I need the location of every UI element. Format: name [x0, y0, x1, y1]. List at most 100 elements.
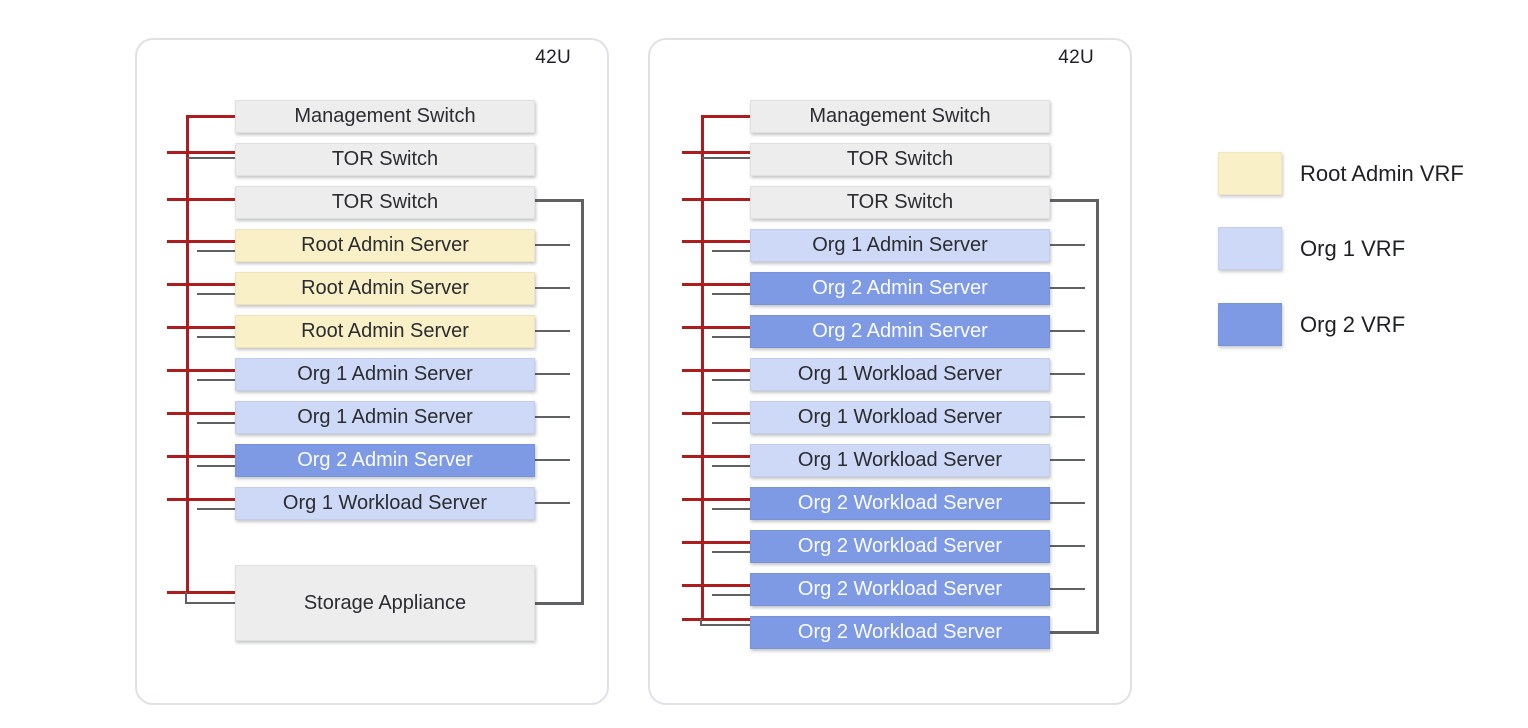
rack-node: TOR Switch	[750, 186, 1050, 219]
mgmt-network-line	[682, 454, 750, 458]
data-network-line	[197, 379, 235, 381]
rack-node: Org 2 Workload Server	[750, 487, 1050, 520]
data-network-line	[197, 508, 235, 510]
mgmt-network-line	[682, 239, 750, 243]
legend-swatch	[1218, 303, 1282, 346]
data-network-line	[197, 250, 235, 252]
mgmt-network-line	[682, 617, 750, 621]
mgmt-network-line	[167, 282, 235, 286]
rack-unit-label: 42U	[535, 47, 571, 68]
rack-node: Org 2 Admin Server	[750, 272, 1050, 305]
data-network-line	[702, 157, 750, 159]
data-network-line	[712, 508, 750, 510]
rack-unit-label: 42U	[1058, 47, 1094, 68]
mgmt-network-line	[167, 590, 235, 594]
rack-node: Org 2 Workload Server	[750, 616, 1050, 649]
rack-node: Org 1 Admin Server	[750, 229, 1050, 262]
data-network-line	[712, 594, 750, 596]
data-network-line	[535, 459, 570, 461]
data-network-line	[1050, 630, 1099, 634]
legend-label: Root Admin VRF	[1300, 160, 1464, 186]
rack-node: TOR Switch	[235, 143, 535, 176]
mgmt-network-line	[167, 197, 235, 201]
data-network-line	[712, 422, 750, 424]
mgmt-network-line	[682, 540, 750, 544]
data-network-line	[1050, 459, 1085, 461]
data-network-line	[712, 465, 750, 467]
data-network-line	[535, 198, 584, 202]
data-network-line	[700, 624, 750, 626]
mgmt-network-line	[682, 411, 750, 415]
data-network-line	[185, 592, 187, 604]
legend-label: Org 1 VRF	[1300, 235, 1406, 261]
legend-swatch	[1218, 152, 1282, 195]
rack-node: Root Admin Server	[235, 315, 535, 348]
data-network-line	[535, 601, 584, 605]
mgmt-network-line	[682, 368, 750, 372]
mgmt-network-line	[682, 583, 750, 587]
rack-node: Storage Appliance	[235, 565, 535, 641]
data-network-line	[700, 619, 702, 626]
data-network-line	[197, 336, 235, 338]
mgmt-network-line	[167, 150, 235, 154]
rack-node: Root Admin Server	[235, 229, 535, 262]
data-network-line	[197, 465, 235, 467]
data-network-line	[712, 379, 750, 381]
data-network-line	[535, 502, 570, 504]
data-network-bus	[580, 198, 584, 605]
mgmt-network-line	[167, 239, 235, 243]
rack-node: TOR Switch	[750, 143, 1050, 176]
data-network-line	[1050, 198, 1099, 202]
mgmt-network-line	[167, 454, 235, 458]
data-network-line	[535, 330, 570, 332]
data-network-line	[185, 602, 235, 604]
data-network-line	[535, 244, 570, 246]
rack-node: Management Switch	[750, 100, 1050, 133]
data-network-line	[712, 551, 750, 553]
mgmt-network-line	[186, 114, 235, 118]
rack-node: Org 2 Admin Server	[235, 444, 535, 477]
rack-node: Org 1 Workload Server	[750, 401, 1050, 434]
data-network-line	[712, 336, 750, 338]
rack-node: Org 1 Workload Server	[235, 487, 535, 520]
rack-node: Org 1 Admin Server	[235, 401, 535, 434]
mgmt-network-line	[167, 368, 235, 372]
rack-node: Root Admin Server	[235, 272, 535, 305]
data-network-line	[1050, 244, 1085, 246]
legend-label: Org 2 VRF	[1300, 311, 1406, 337]
rack-node: TOR Switch	[235, 186, 535, 219]
data-network-line	[712, 250, 750, 252]
mgmt-network-line	[167, 497, 235, 501]
data-network-line	[535, 373, 570, 375]
data-network-line	[535, 416, 570, 418]
rack-node: Org 1 Admin Server	[235, 358, 535, 391]
mgmt-network-line	[167, 411, 235, 415]
mgmt-network-line	[682, 282, 750, 286]
mgmt-network-bus	[700, 114, 704, 621]
mgmt-network-line	[682, 497, 750, 501]
rack-node: Org 2 Workload Server	[750, 530, 1050, 563]
data-network-line	[1050, 588, 1085, 590]
mgmt-network-line	[701, 114, 750, 118]
data-network-bus	[1095, 198, 1099, 634]
data-network-line	[1050, 416, 1085, 418]
data-network-line	[1050, 373, 1085, 375]
data-network-line	[197, 422, 235, 424]
data-network-line	[1050, 545, 1085, 547]
rack-node: Management Switch	[235, 100, 535, 133]
rack-node: Org 2 Admin Server	[750, 315, 1050, 348]
rack-node: Org 1 Workload Server	[750, 444, 1050, 477]
data-network-line	[535, 287, 570, 289]
data-network-line	[187, 157, 235, 159]
mgmt-network-line	[682, 325, 750, 329]
legend-swatch	[1218, 227, 1282, 270]
rack-node: Org 2 Workload Server	[750, 573, 1050, 606]
data-network-line	[1050, 287, 1085, 289]
data-network-line	[1050, 330, 1085, 332]
data-network-line	[1050, 502, 1085, 504]
mgmt-network-line	[167, 325, 235, 329]
mgmt-network-line	[682, 197, 750, 201]
mgmt-network-bus	[185, 114, 189, 594]
data-network-line	[197, 293, 235, 295]
